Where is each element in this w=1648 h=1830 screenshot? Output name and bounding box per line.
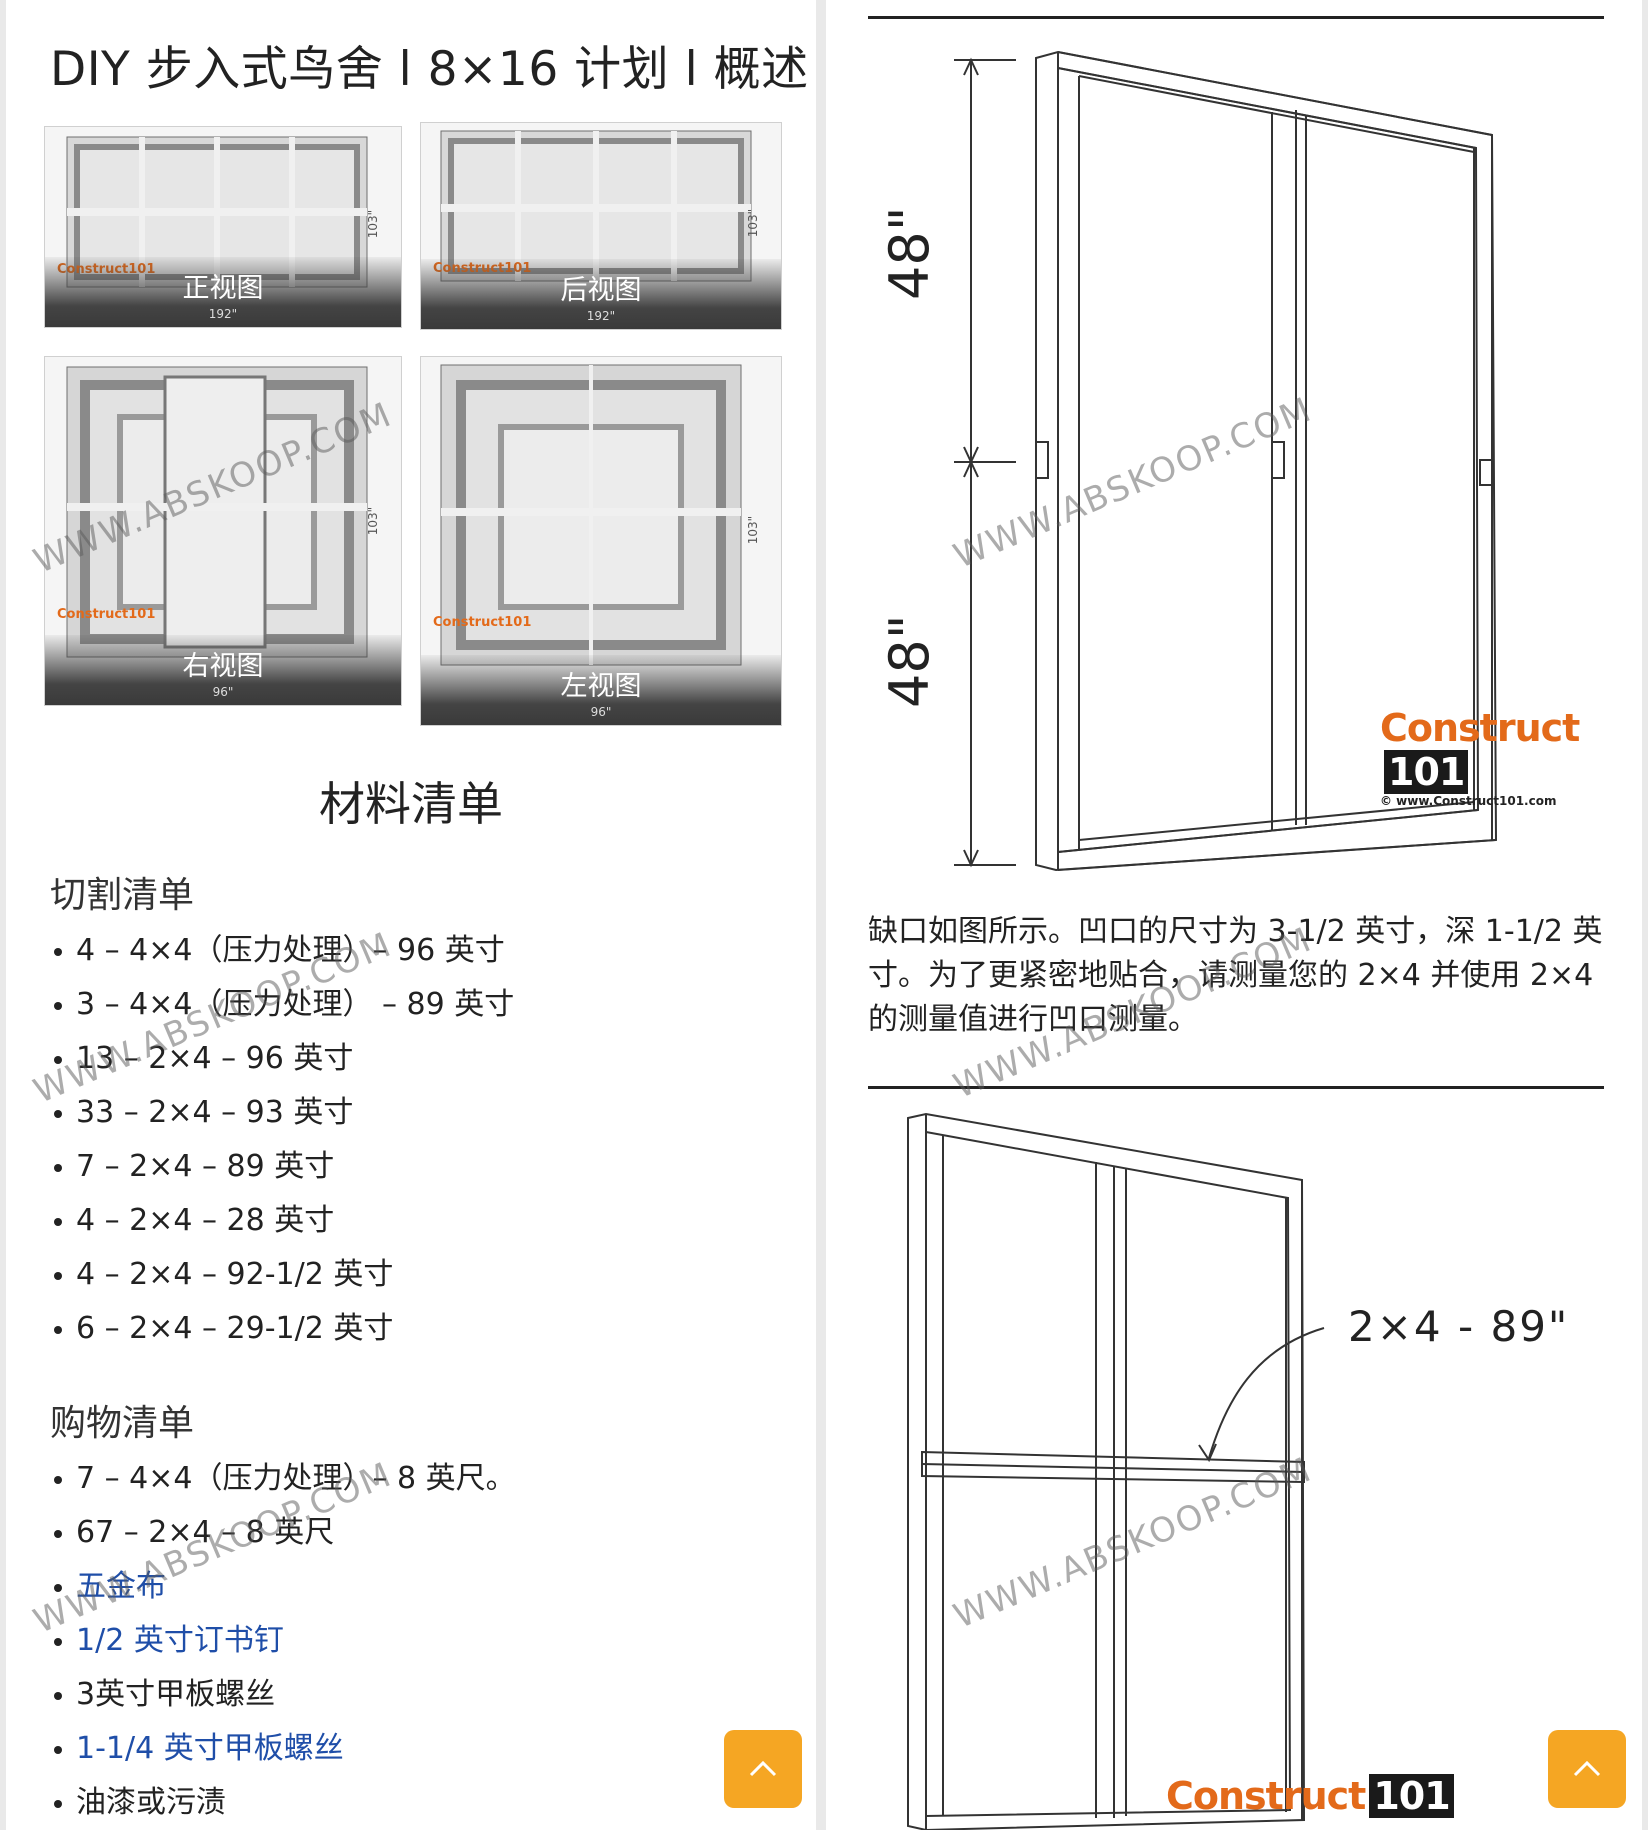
shopping-list-heading: 购物清单 <box>50 1403 195 1444</box>
left-article-panel: DIY 步入式鸟舍 l 8×16 计划 l 概述 Construct101 10… <box>6 0 816 1830</box>
scroll-to-top-button[interactable] <box>724 1730 802 1808</box>
dimension-label-lower: 48" <box>878 614 941 708</box>
list-item: 3 – 4×4（压力处理） – 89 英寸 <box>6 978 514 1032</box>
right-view-caption: 右视图 <box>45 635 401 705</box>
list-item: 油漆或污渍 <box>6 1776 516 1830</box>
list-item: 33 – 2×4 – 93 英寸 <box>6 1086 514 1140</box>
construct101-logo: Construct101 <box>433 615 532 630</box>
height-dimension: 103" <box>745 515 760 544</box>
list-item: 13 – 2×4 – 96 英寸 <box>6 1032 514 1086</box>
right-view-image[interactable]: Construct101 103" 右视图 96" <box>44 356 402 706</box>
back-view-caption: 后视图 <box>421 259 781 329</box>
list-item: 1/2 英寸订书钉 <box>6 1614 516 1668</box>
divider <box>868 16 1604 19</box>
list-item: 6 – 2×4 – 29-1/2 英寸 <box>6 1302 514 1356</box>
staples-link[interactable]: 1/2 英寸订书钉 <box>76 1623 284 1658</box>
left-view-image[interactable]: Construct101 103" 左视图 96" <box>420 356 782 726</box>
right-article-panel: 48" 48" Construct101 © www.Construct101.… <box>826 0 1642 1830</box>
cut-list-heading: 切割清单 <box>50 875 195 916</box>
list-item: 4 – 2×4 – 28 英寸 <box>6 1194 514 1248</box>
chevron-up-icon <box>1573 1760 1601 1777</box>
list-item: 67 – 2×4 – 8 英尺 <box>6 1506 516 1560</box>
shopping-list: 7 – 4×4（压力处理）– 8 英尺。 67 – 2×4 – 8 英尺 五金布… <box>6 1452 516 1830</box>
width-dimension: 192" <box>586 309 616 323</box>
wall-frame-notch-diagram <box>954 50 1498 872</box>
chevron-up-icon <box>749 1760 777 1777</box>
construct101-logo: Construct101 <box>57 607 156 622</box>
list-item: 7 – 4×4（压力处理）– 8 英尺。 <box>6 1452 516 1506</box>
blocking-annotation: 2×4 - 89" <box>1348 1302 1570 1351</box>
list-item: 4 – 4×4（压力处理）– 96 英寸 <box>6 924 514 978</box>
list-item: 3英寸甲板螺丝 <box>6 1668 516 1722</box>
width-dimension: 96" <box>590 705 612 719</box>
height-dimension: 103" <box>745 208 760 237</box>
back-view-image[interactable]: Construct101 103" 后视图 192" <box>420 122 782 330</box>
page-title: DIY 步入式鸟舍 l 8×16 计划 l 概述 <box>50 42 809 97</box>
divider <box>868 1086 1604 1089</box>
height-dimension: 103" <box>365 506 380 535</box>
width-dimension: 96" <box>212 685 234 699</box>
construct101-logo: Construct101 © www.Construct101.com <box>1380 706 1580 808</box>
height-dimension: 103" <box>365 209 380 239</box>
scroll-to-top-button[interactable] <box>1548 1730 1626 1808</box>
left-view-caption: 左视图 <box>421 655 781 725</box>
deck-screws-link[interactable]: 1-1/4 英寸甲板螺丝 <box>76 1731 344 1766</box>
front-view-image[interactable]: Construct101 103" 正视图 192" <box>44 126 402 328</box>
notch-description: 缺口如图所示。凹口的尺寸为 3-1/2 英寸，深 1-1/2 英寸。为了更紧密地… <box>868 914 1603 1037</box>
hardware-cloth-link[interactable]: 五金布 <box>76 1569 166 1604</box>
list-item: 7 – 2×4 – 89 英寸 <box>6 1140 514 1194</box>
front-view-caption: 正视图 <box>45 257 401 327</box>
list-item: 五金布 <box>6 1560 516 1614</box>
list-item: 1-1/4 英寸甲板螺丝 <box>6 1722 516 1776</box>
wall-frame-blocking-diagram <box>907 1112 1325 1830</box>
width-dimension: 192" <box>208 307 238 321</box>
list-item: 4 – 2×4 – 92-1/2 英寸 <box>6 1248 514 1302</box>
dimension-label-upper: 48" <box>878 206 941 300</box>
materials-heading: 材料清单 <box>319 777 503 831</box>
cut-list: 4 – 4×4（压力处理）– 96 英寸 3 – 4×4（压力处理） – 89 … <box>6 924 514 1356</box>
